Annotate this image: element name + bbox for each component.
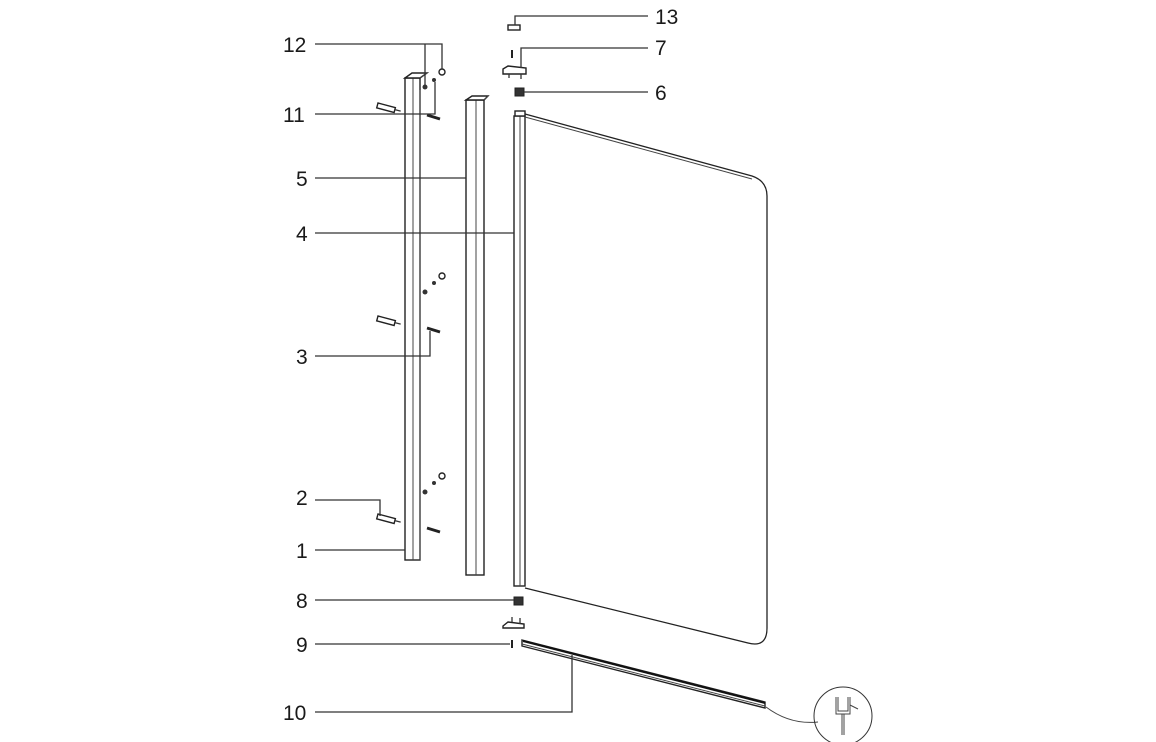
part-2-wall-plugs	[375, 102, 401, 525]
leader-lines	[315, 15, 648, 713]
label-13: 13	[655, 6, 678, 29]
label-12: 12	[283, 34, 306, 57]
label-11: 11	[283, 104, 305, 127]
label-5: 5	[296, 168, 308, 191]
label-8: 8	[296, 590, 308, 613]
glass-panel	[524, 113, 768, 645]
label-1: 1	[296, 540, 308, 563]
part-1-wall-profile	[402, 72, 430, 561]
seal-profile-detail-inset	[765, 686, 873, 742]
part-10-seal-strip	[521, 639, 766, 709]
part-13-end-cap	[507, 24, 521, 31]
part-12-caps	[422, 68, 446, 495]
label-6: 6	[655, 82, 667, 105]
part-5-channel-profile	[463, 95, 490, 576]
part-6-top-block	[514, 87, 525, 97]
label-7: 7	[655, 37, 667, 60]
label-3: 3	[296, 346, 308, 369]
label-4: 4	[296, 223, 308, 246]
part-4-glass-edge-profile	[513, 110, 526, 587]
label-2: 2	[296, 487, 308, 510]
part-7-top-bracket	[502, 65, 527, 79]
label-10: 10	[283, 702, 306, 725]
part-8-bottom-block	[513, 596, 524, 606]
part-3-screws	[426, 113, 441, 534]
part-bottom-bracket	[502, 617, 525, 629]
label-9: 9	[296, 634, 308, 657]
